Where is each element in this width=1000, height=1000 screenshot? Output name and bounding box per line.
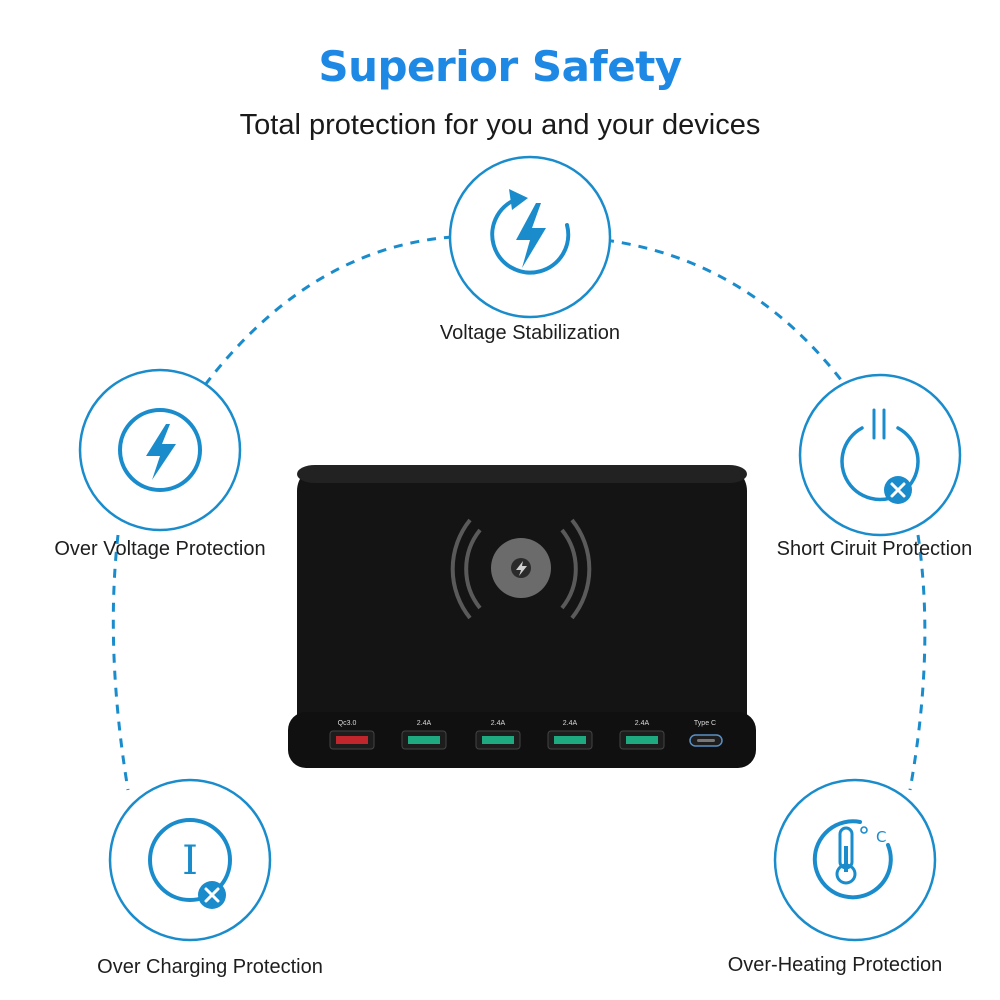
voltage-stabilization-badge [448,155,612,319]
page-title: Superior Safety [318,42,682,91]
feature-label-voltage-stabilization: Voltage Stabilization [439,322,621,344]
port-usb-3: 2.4A [547,720,593,750]
page-subtitle: Total protection for you and your device… [239,109,761,141]
port-qc3: Qc3.0 [329,720,375,750]
port-usb-1: 2.4A [401,720,447,750]
wireless-charging-pad [450,518,592,620]
port-label: 2.4A [563,720,578,727]
port-type-c: Type C [689,720,723,747]
port-label: 2.4A [635,720,650,727]
port-label: Qc3.0 [338,720,357,727]
feature-label-over-voltage: Over Voltage Protection [54,538,266,560]
over-charging-badge: I [108,778,272,942]
port-usb-4: 2.4A [619,720,665,750]
feature-label-over-charging: Over Charging Protection [97,956,323,978]
refresh-bolt-icon [490,189,571,275]
port-label: Type C [694,720,716,727]
feature-label-over-heating: Over-Heating Protection [727,954,943,976]
port-usb-2: 2.4A [475,720,521,750]
svg-text:C: C [876,828,886,846]
port-label: 2.4A [491,720,506,727]
port-label: 2.4A [417,720,432,727]
short-circuit-badge [798,373,962,537]
feature-label-short-circuit: Short Ciruit Protection [776,538,973,560]
svg-text:I: I [182,838,198,884]
current-off-icon: I [148,818,232,909]
charging-station: Qc3.0 2.4A 2.4A 2.4A 2.4A Type C [288,465,756,768]
dashed-ring [111,235,927,791]
power-off-icon [840,408,920,504]
over-voltage-badge [78,368,242,532]
thermometer-icon: C [812,819,893,900]
over-heating-badge: C [773,778,937,942]
bolt-icon [118,408,202,492]
